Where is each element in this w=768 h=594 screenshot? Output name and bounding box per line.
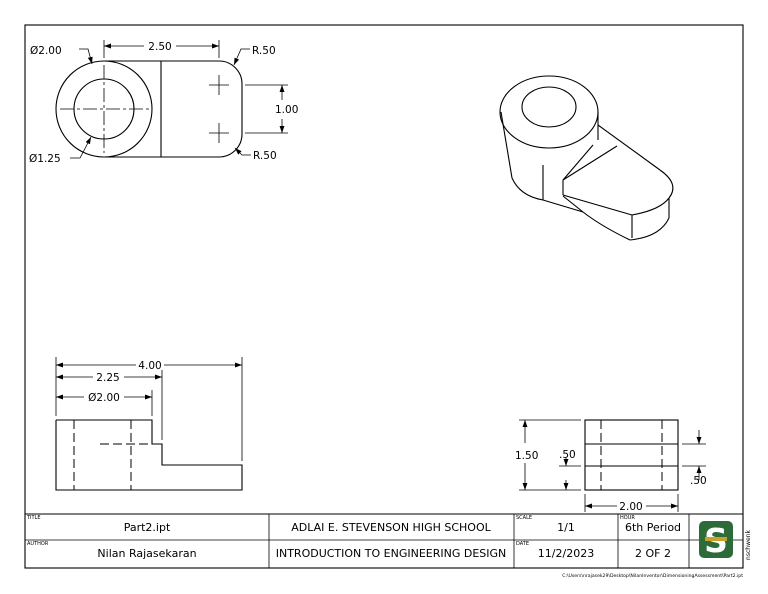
- dim-overall-4-00: 4.00: [138, 360, 161, 372]
- author-label: AUTHOR: [27, 541, 49, 547]
- school-logo-icon: S: [699, 521, 733, 560]
- scale-label: SCALE: [516, 515, 532, 521]
- dim-inner-diameter: Ø1.25: [29, 153, 61, 165]
- dim-to-step-2-25: 2.25: [96, 372, 119, 384]
- front-view: 4.00 2.25 Ø2.00: [55, 357, 243, 491]
- title-value: Part2.ipt: [124, 521, 171, 534]
- title-label: TITLE: [26, 515, 41, 521]
- course-name: INTRODUCTION TO ENGINEERING DESIGN: [276, 547, 507, 560]
- top-view: 2.50 1.00 Ø2.00 R.50 Ø1.25 R.50: [29, 40, 298, 165]
- dim-width-1-00: 1.00: [275, 104, 298, 116]
- dim-front-diameter: Ø2.00: [88, 392, 120, 404]
- isometric-view: [499, 75, 674, 241]
- dim-side-width-2-00: 2.00: [619, 501, 642, 513]
- dim-length-2-50: 2.50: [148, 41, 171, 53]
- date-label: DATE: [516, 541, 529, 547]
- author-value: Nilan Rajasekaran: [97, 547, 196, 560]
- hour-value: 6th Period: [625, 521, 681, 534]
- scale-value: 1/1: [557, 521, 575, 534]
- side-author-text: nschwenk: [745, 530, 752, 560]
- side-view: 1.50 .50 2.00 .50: [515, 419, 707, 513]
- title-block: TITLE Part2.ipt AUTHOR Nilan Rajasekaran…: [25, 513, 752, 568]
- file-path: C:\Users\nrajasek29\Desktop\NilanInvento…: [562, 573, 743, 579]
- dim-step-height: .50: [559, 449, 576, 461]
- dim-radius-bottom: R.50: [253, 150, 277, 162]
- hour-label: HOUR: [620, 515, 635, 521]
- dim-side-height-1-50: 1.50: [515, 450, 538, 462]
- sheet-border: [24, 24, 744, 569]
- dim-radius-top: R.50: [252, 45, 276, 57]
- school-name: ADLAI E. STEVENSON HIGH SCHOOL: [291, 521, 491, 534]
- top-view-slot: [104, 60, 243, 158]
- date-value: 11/2/2023: [538, 547, 594, 560]
- dim-outer-diameter: Ø2.00: [30, 45, 62, 57]
- sheet-number: 2 OF 2: [635, 547, 671, 560]
- dim-right-height: .50: [690, 475, 707, 487]
